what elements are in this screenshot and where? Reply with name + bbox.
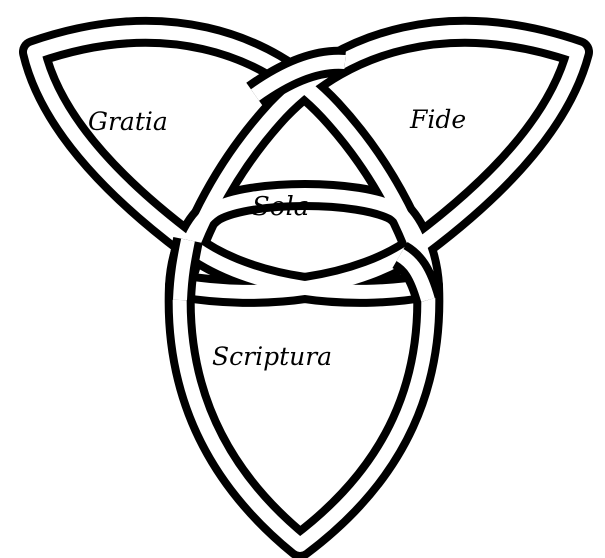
svg-text:Fide: Fide bbox=[409, 105, 466, 134]
label-fide: Fide bbox=[409, 105, 466, 134]
label-gratia: Gratia bbox=[88, 107, 168, 136]
label-scriptura: Scriptura bbox=[212, 342, 332, 371]
svg-text:Scriptura: Scriptura bbox=[212, 342, 332, 371]
svg-text:Sola: Sola bbox=[252, 192, 309, 222]
label-sola: Sola bbox=[252, 192, 309, 222]
svg-text:Gratia: Gratia bbox=[88, 107, 168, 136]
